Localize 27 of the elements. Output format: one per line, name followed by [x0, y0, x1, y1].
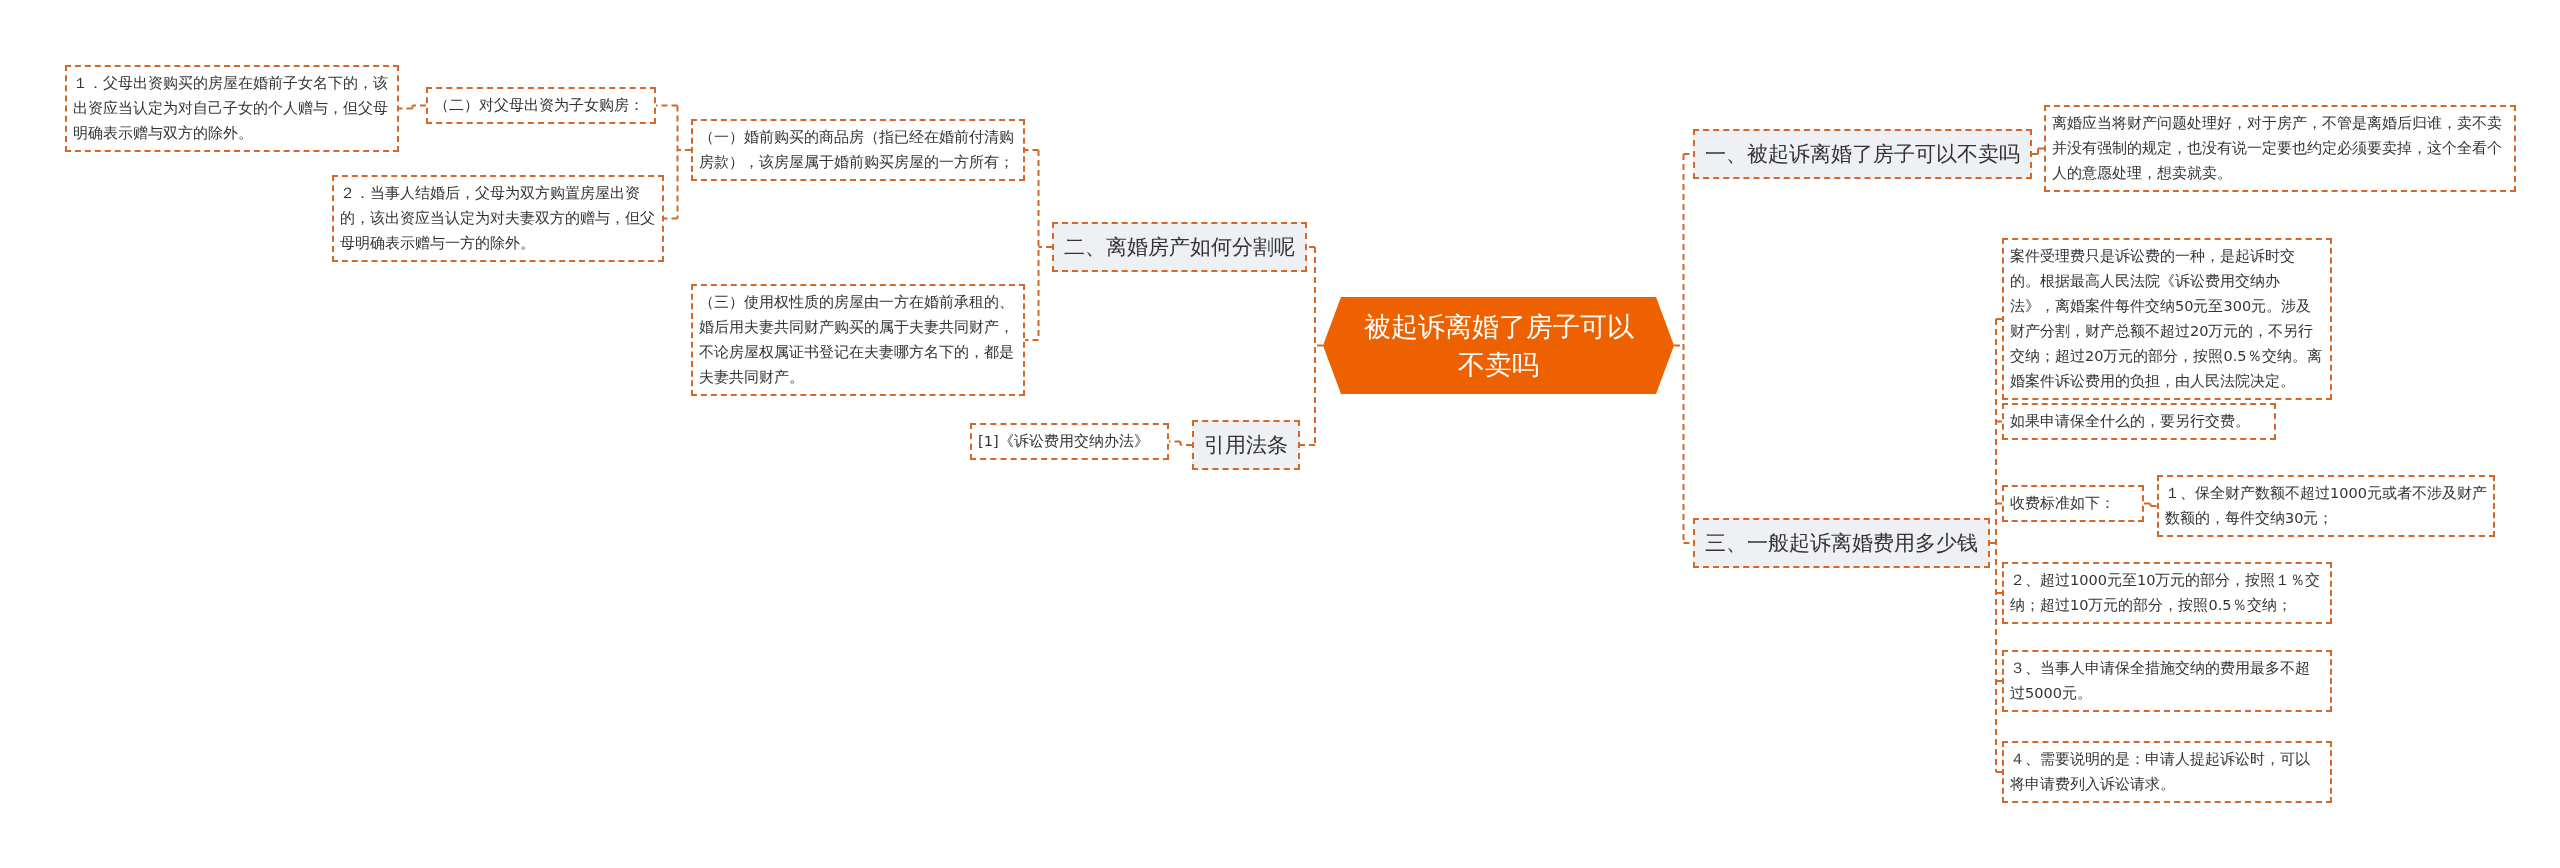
- text-box: ３、当事人申请保全措施交纳的费用最多不超过5000元。: [2002, 650, 2332, 712]
- text-box: 离婚应当将财产问题处理好，对于房产，不管是离婚后归谁，卖不卖并没有强制的规定，也没有说一定要也约定必须要卖掉，这个全看个人的意愿处理，想卖就卖。: [2044, 105, 2516, 192]
- text-box: １、保全财产数额不超过1000元或者不涉及财产数额的，每件交纳30元；: [2157, 475, 2495, 537]
- text-box: （一）婚前购买的商品房（指已经在婚前付清购房款），该房屋属于婚前购买房屋的一方所有；: [691, 119, 1025, 181]
- connector-line: [655, 104, 692, 220]
- text-box: ２、超过1000元至10万元的部分，按照１％交纳；超过10万元的部分，按照0.5％交纳；: [2002, 562, 2332, 624]
- text-box: 收费标准如下：: [2002, 485, 2144, 522]
- connector-line: [2143, 502, 2158, 507]
- text-box: （二）对父母出资为子女购房：: [426, 87, 656, 124]
- topic-box: 三、一般起诉离婚费用多少钱: [1693, 518, 1990, 568]
- central-topic-hexagon: 被起诉离婚了房子可以不卖吗: [1323, 297, 1674, 394]
- topic-box: 引用法条: [1192, 420, 1300, 470]
- text-box: 如果申请保全什么的，要另行交费。: [2002, 403, 2276, 440]
- topic-box: 二、离婚房产如何分割呢: [1052, 222, 1307, 272]
- text-box: [1]《诉讼费用交纳办法》: [970, 423, 1169, 460]
- text-box: ４、需要说明的是：申请人提起诉讼时，可以将申请费列入诉讼请求。: [2002, 741, 2332, 803]
- connector-line: [398, 104, 427, 110]
- connector-line: [1024, 149, 1053, 341]
- text-box: ２．当事人结婚后，父母为双方购置房屋出资的，该出资应当认定为对夫妻双方的赠与，但父母明确表示赠与一方的除外。: [332, 175, 664, 262]
- connector-line: [2031, 147, 2045, 155]
- connector-line: [1989, 318, 2003, 773]
- connector-line: [1168, 440, 1193, 446]
- topic-box: 一、被起诉离婚了房子可以不卖吗: [1693, 129, 2032, 179]
- text-box: （三）使用权性质的房屋由一方在婚前承租的、婚后用夫妻共同财产购买的属于夫妻共同财产，不论房屋权属证书登记在夫妻哪方名下的，都是夫妻共同财产。: [691, 284, 1025, 396]
- text-box: １．父母出资购买的房屋在婚前子女名下的，该出资应当认定为对自己子女的个人赠与，但父母明确表示赠与双方的除外。: [65, 65, 399, 152]
- connector-line: [1299, 246, 1324, 446]
- text-box: 案件受理费只是诉讼费的一种，是起诉时交的。根据最高人民法院《诉讼费用交纳办法》，离婚案件每件交纳50元至300元。涉及财产分割，财产总额不超过20万元的，不另行交纳；超过20万元的部分，按照0.5％交纳。离婚案件诉讼费用的负担，由人民法院决定。: [2002, 238, 2332, 400]
